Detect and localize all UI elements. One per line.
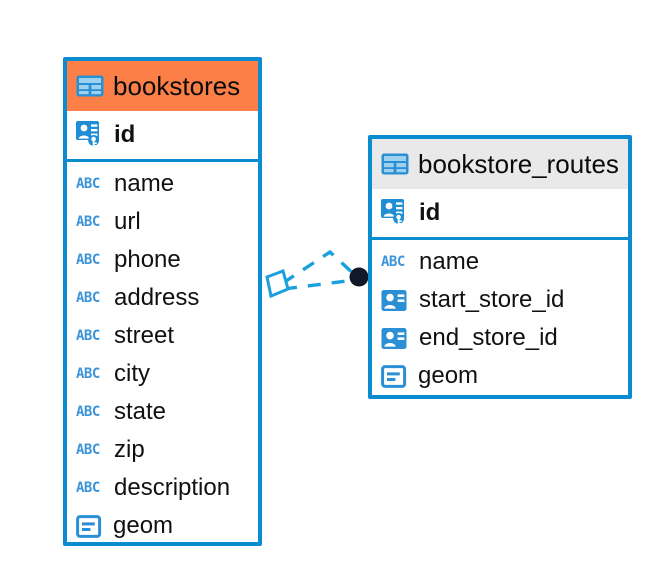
field-row-end-store-id[interactable]: end_store_id: [372, 319, 628, 357]
field-label: start_store_id: [419, 286, 565, 313]
field-row-name[interactable]: ABC name: [372, 243, 628, 281]
field-label: geom: [113, 512, 174, 539]
relationship-line-upper: [282, 249, 359, 285]
field-row-name[interactable]: ABC name: [67, 165, 258, 203]
field-row-geom[interactable]: geom: [372, 357, 628, 395]
field-label: id: [114, 121, 136, 148]
rhombus-marker: [265, 269, 290, 299]
abc-text-icon: ABC: [76, 214, 100, 230]
field-row-city[interactable]: ABC city: [67, 355, 258, 393]
field-label: name: [114, 170, 175, 197]
abc-text-icon: ABC: [76, 252, 100, 268]
field-label: phone: [114, 246, 181, 273]
entity-header-bookstore-routes[interactable]: bookstore_routes: [372, 139, 628, 189]
entity-header-bookstores[interactable]: bookstores: [67, 61, 258, 111]
abc-text-icon: ABC: [76, 442, 100, 458]
field-row-url[interactable]: ABC url: [67, 203, 258, 241]
field-row-address[interactable]: ABC address: [67, 279, 258, 317]
entity-bookstore-routes[interactable]: bookstore_routes id: [368, 135, 632, 399]
field-row-zip[interactable]: ABC zip: [67, 431, 258, 469]
abc-text-icon: ABC: [76, 328, 100, 344]
field-row-description[interactable]: ABC description: [67, 469, 258, 507]
field-label: street: [114, 322, 175, 349]
primary-key-icon: [381, 199, 404, 225]
field-label: url: [114, 208, 141, 235]
field-row-street[interactable]: ABC street: [67, 317, 258, 355]
abc-text-icon: ABC: [76, 404, 100, 420]
abc-text-icon: ABC: [76, 176, 100, 192]
field-label: state: [114, 398, 167, 425]
table-icon: [381, 153, 409, 175]
entity-bookstores[interactable]: bookstores id: [63, 57, 262, 546]
entity-title: bookstores: [113, 71, 241, 101]
geometry-icon: [381, 364, 407, 388]
foreign-key-icon: [381, 289, 407, 311]
field-label: end_store_id: [419, 324, 558, 351]
field-label: name: [419, 248, 480, 275]
foreign-key-icon: [381, 327, 407, 349]
fields-list-bookstore-routes: ABC name start_store_id: [372, 240, 628, 399]
abc-text-icon: ABC: [76, 480, 100, 496]
relationship-line-lower: [283, 278, 356, 291]
field-label: address: [114, 284, 200, 311]
field-label: city: [114, 360, 150, 387]
field-label: zip: [114, 436, 145, 463]
field-row-state[interactable]: ABC state: [67, 393, 258, 431]
primary-key-section: id: [67, 111, 258, 162]
entity-title: bookstore_routes: [418, 149, 619, 179]
fields-list-bookstores: ABC name ABC url ABC phone ABC address A…: [67, 162, 258, 549]
field-row-geom[interactable]: geom: [67, 507, 258, 545]
field-label: id: [419, 199, 441, 226]
field-row-id[interactable]: id: [372, 189, 628, 237]
primary-key-icon: [76, 121, 99, 147]
field-label: geom: [418, 362, 479, 389]
field-row-start-store-id[interactable]: start_store_id: [372, 281, 628, 319]
field-row-phone[interactable]: ABC phone: [67, 241, 258, 279]
abc-text-icon: ABC: [381, 254, 405, 270]
field-label: description: [114, 474, 231, 501]
abc-text-icon: ABC: [76, 366, 100, 382]
primary-key-section: id: [372, 189, 628, 240]
filled-circle-marker: [349, 267, 369, 287]
field-row-id[interactable]: id: [67, 111, 258, 159]
geometry-icon: [76, 514, 102, 538]
table-icon: [76, 75, 104, 97]
abc-text-icon: ABC: [76, 290, 100, 306]
